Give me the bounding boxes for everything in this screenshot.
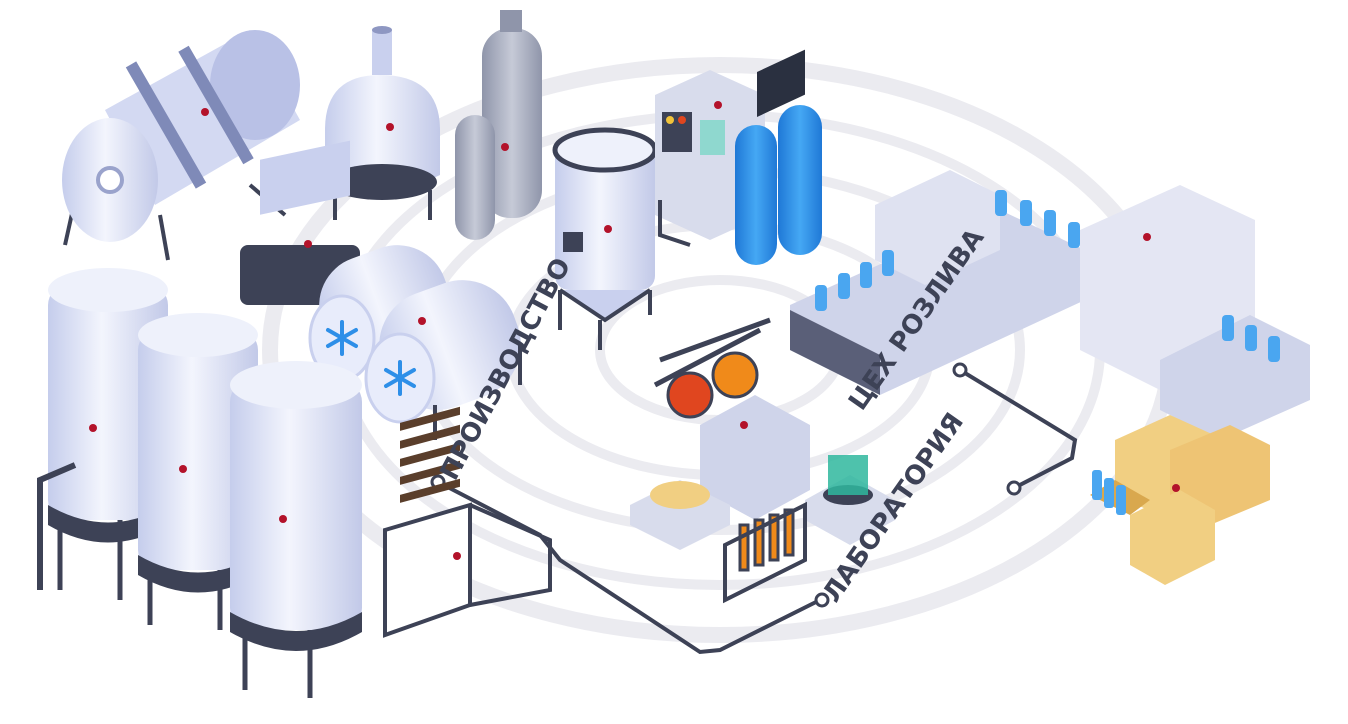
hotspot-cooling-tank[interactable] xyxy=(418,317,426,325)
horizontal-storage-tank xyxy=(62,30,300,261)
hotspot-bottling[interactable] xyxy=(1143,233,1151,241)
hotspot-silo-2[interactable] xyxy=(179,465,187,473)
hotspot-column[interactable] xyxy=(501,143,509,151)
conical-fermenter xyxy=(552,127,658,350)
hotspot-silo-3[interactable] xyxy=(279,515,287,523)
hotspot-silo-1[interactable] xyxy=(89,424,97,432)
hotspot-heat-exchanger[interactable] xyxy=(304,240,312,248)
filtration-columns xyxy=(455,10,542,240)
filter-press xyxy=(383,406,552,638)
laboratory-equipment xyxy=(630,49,895,604)
hotspot-boxes[interactable] xyxy=(1172,484,1180,492)
packaged-boxes xyxy=(1090,415,1270,585)
cooling-tanks xyxy=(308,245,522,440)
snowflake-icon xyxy=(326,320,358,356)
storage-silos xyxy=(37,268,362,698)
snowflake-icon xyxy=(384,360,416,396)
hotspot-brew-kettle[interactable] xyxy=(386,123,394,131)
hotspot-filter-press[interactable] xyxy=(453,552,461,560)
hotspot-markers[interactable] xyxy=(89,101,1180,560)
water-treatment-unit xyxy=(655,70,822,265)
brew-kettle xyxy=(325,26,440,220)
hotspot-fermenter[interactable] xyxy=(604,225,612,233)
hotspot-water-unit[interactable] xyxy=(714,101,722,109)
hotspot-horizontal-tank[interactable] xyxy=(201,108,209,116)
bottling-line xyxy=(790,170,1310,440)
hotspot-lab-computer[interactable] xyxy=(740,421,748,429)
